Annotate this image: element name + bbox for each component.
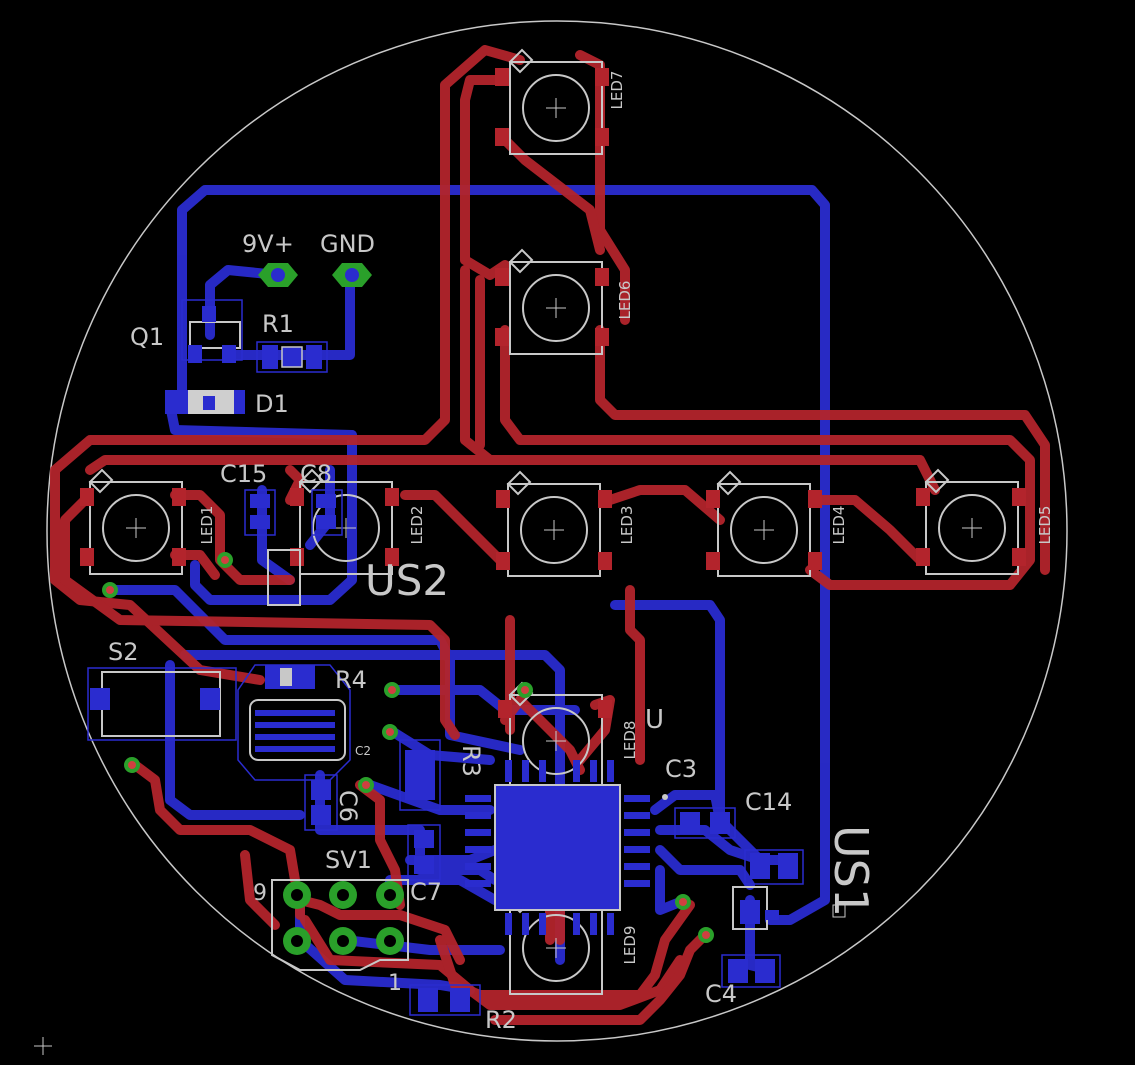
label-c14: C14 [745,788,792,816]
label-c4: C4 [705,980,737,1008]
label-9v: 9V+ [242,230,294,258]
led-label-led3: LED3 [618,506,636,545]
smd-components [87,299,846,1016]
led-label-led4: LED4 [830,506,848,545]
led-label-led7: LED7 [608,71,626,110]
label-pin1: 1 [388,971,402,996]
led-label-led9: LED9 [621,926,639,965]
led-label-led5: LED5 [1036,506,1054,545]
label-u: U [645,705,664,735]
board-outline [46,20,1068,1042]
led-label-led8: LED8 [621,721,639,760]
led-footprint-led4 [706,470,822,577]
top-copper-traces [50,45,1050,1025]
label-gnd: GND [320,230,375,258]
label-q1: Q1 [130,323,164,351]
label-r1: R1 [262,310,294,338]
label-pin9: 9 [253,881,267,906]
led-footprint-led1 [80,468,186,575]
led-footprint-led5 [916,468,1026,575]
label-c7: C7 [410,878,442,906]
vias [102,552,714,943]
label-c6: C6 [334,790,362,822]
label-d1: D1 [255,390,289,418]
origin-marker [34,1037,52,1055]
led-footprint-led7 [495,48,609,155]
through-hole-pads [258,263,404,955]
label-sv1: SV1 [325,846,372,874]
label-s2: S2 [108,638,139,666]
label-us1: US1 [824,825,878,917]
label-r3: R3 [457,745,485,777]
silkscreen-labels: 9V+ GND Q1 R1 D1 C15 C8 US2 S2 R4 C2 R3 … [108,71,1054,1034]
label-r2: R2 [485,1006,517,1034]
led-footprints [80,48,1026,995]
led-footprint-led2 [290,468,399,575]
label-c2: C2 [355,744,371,758]
led-label-led6: LED6 [616,281,634,320]
led-footprint-led6 [495,248,609,355]
led-label-led2: LED2 [408,506,426,545]
label-us2: US2 [365,556,449,605]
microcontroller-u [465,760,668,935]
label-c3: C3 [665,755,697,783]
label-r4: R4 [335,666,367,694]
led-footprint-led3 [496,470,612,577]
label-c15: C15 [220,460,267,488]
led-label-led1: LED1 [198,506,216,545]
label-c8: C8 [300,460,332,488]
